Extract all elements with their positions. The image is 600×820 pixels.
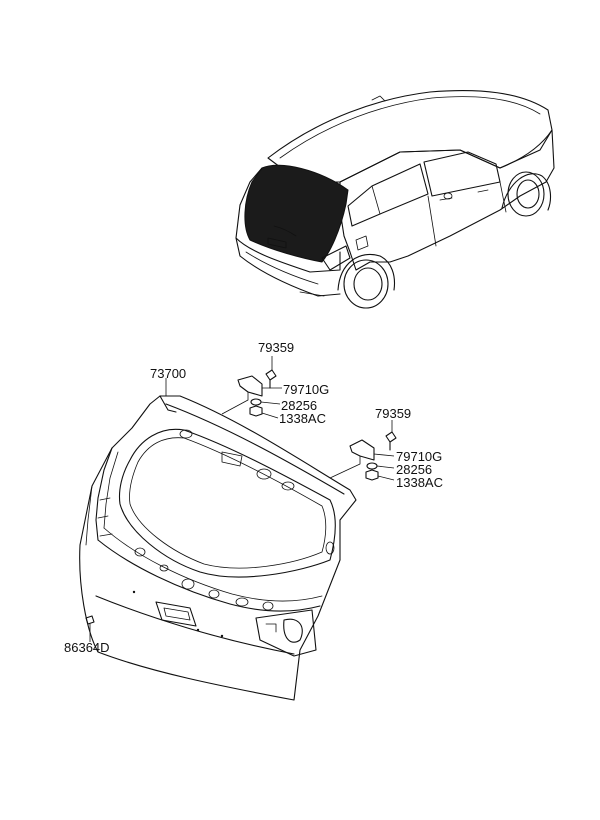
- label-79710G-hinge-right: 79710G: [396, 449, 442, 464]
- label-28256-washer-left: 28256: [281, 398, 317, 413]
- clip-86364D-illustration: [85, 615, 95, 633]
- label-1338AC-nut-right: 1338AC: [396, 475, 443, 490]
- leader-lines: [89, 356, 395, 642]
- right-hinge-assembly: [349, 431, 397, 481]
- label-73700-tailgate-panel: 73700: [150, 366, 186, 381]
- left-hinge-assembly: [237, 369, 277, 417]
- label-79710G-hinge-left: 79710G: [283, 382, 329, 397]
- vehicle-illustration: [235, 90, 555, 309]
- label-1338AC-nut-left: 1338AC: [279, 411, 326, 426]
- label-79359-bolt-left: 79359: [258, 340, 294, 355]
- label-28256-washer-right: 28256: [396, 462, 432, 477]
- tailgate-panel-illustration: [79, 395, 357, 701]
- label-79359-bolt-right: 79359: [375, 406, 411, 421]
- label-86364D-clip: 86364D: [64, 640, 110, 655]
